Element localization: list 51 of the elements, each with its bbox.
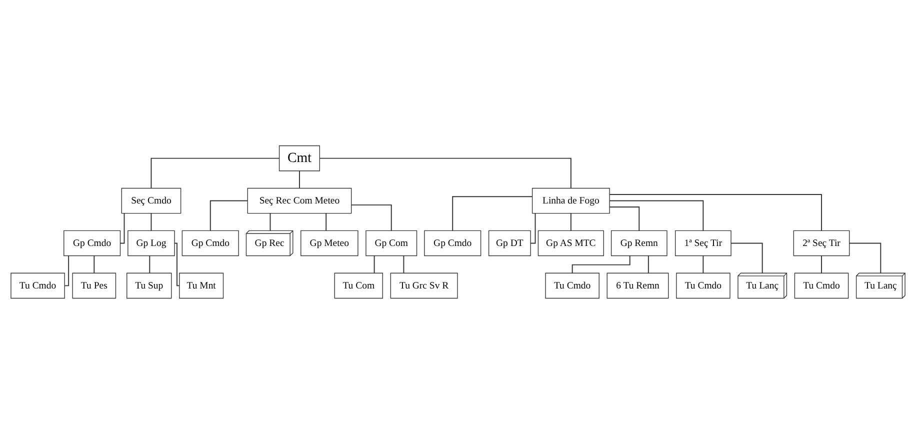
node-box: Gp Com [366,230,418,256]
connector [452,196,533,230]
node-box: Gp Remn [610,230,668,256]
connector [848,242,882,273]
connector [319,157,572,188]
node-box: Gp Meteo [300,230,358,256]
node-box: 2ª Seç Tir [793,230,850,256]
connector [150,157,280,188]
node-box: 6 Tu Remn [606,272,669,298]
node-box: Tu Cmdo [794,272,849,298]
connector [609,206,640,231]
connector [530,212,536,244]
connector [270,212,271,230]
node-box: 1ª Seç Tir [674,230,732,256]
connector [572,254,630,274]
connector [374,254,375,273]
connector [150,212,152,230]
node-box: Gp Cmdo [182,230,239,256]
connector [570,212,572,230]
node-box: Seç Rec Com Meteo [247,187,352,214]
connector [730,242,763,273]
node-box: Gp Cmdo [64,230,121,256]
connector [609,194,822,231]
node-box: Seç Cmdo [121,187,182,214]
node-box: Tu Cmdo [545,272,600,298]
node-box: Gp Log [128,230,175,256]
connector [821,254,822,273]
node-box: Linha de Fogo [532,187,610,214]
connector [210,200,248,230]
node-box: Tu Cmdo [676,272,730,298]
connector [609,200,704,230]
node-box: Cmt [278,144,320,171]
node-box: Tu Grc Sv R [390,272,458,298]
connector [326,212,327,230]
node-box: Gp Cmdo [424,230,482,256]
connector [94,254,95,273]
connector [351,204,392,231]
connector [64,254,70,286]
node-box: Gp DT [488,230,531,256]
connector [403,254,404,273]
connector [648,254,649,273]
node-box: Tu Sup [126,272,172,298]
node-box: Gp AS MTC [538,230,604,256]
connector [702,254,704,273]
node-box: Tu Cmdo [10,272,65,298]
connector [149,254,150,273]
node-box: Tu Mnt [179,272,224,298]
connector [299,170,300,188]
node-box: Tu Com [334,272,383,298]
connector [174,242,180,286]
node-box: Tu Pes [72,272,116,298]
